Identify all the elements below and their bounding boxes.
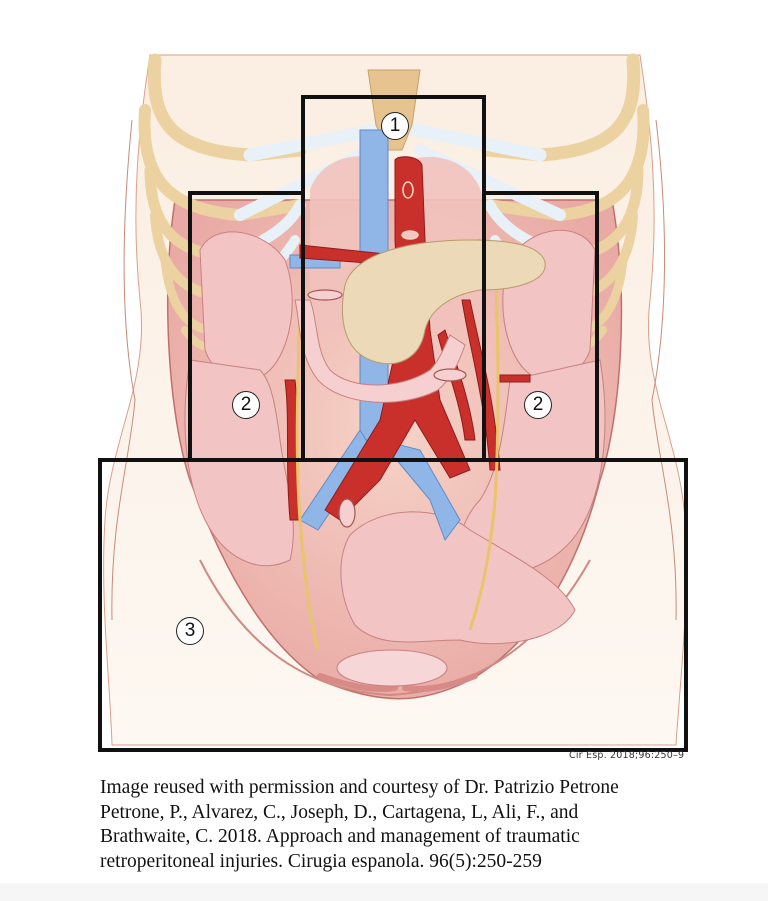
duodenum-cut-end <box>307 289 343 301</box>
zone-boxes <box>98 95 688 752</box>
zone-3-label: 3 <box>176 617 204 645</box>
zone-2-left-label: 2 <box>232 391 260 419</box>
figure-caption: Image reused with permission and courtes… <box>100 776 740 874</box>
celiac-stump <box>401 230 419 240</box>
duodenum <box>294 299 466 403</box>
ureters <box>295 249 500 651</box>
abdomen-illustration <box>98 53 688 752</box>
esophageal-hiatus <box>402 181 414 199</box>
jejunum-cut-end <box>433 368 467 382</box>
zone-3-box <box>98 458 688 752</box>
ileum-cut-end <box>338 498 356 528</box>
caption-line: Image reused with permission and courtes… <box>100 777 619 798</box>
caption-line: Brathwaite, C. 2018. Approach and manage… <box>100 826 580 847</box>
bladder <box>336 649 448 687</box>
caption-line: Petrone, P., Alvarez, C., Joseph, D., Ca… <box>100 801 579 823</box>
caption-line: retroperitoneal injuries. Cirugia espano… <box>100 850 542 872</box>
zone-2-right-label: 2 <box>524 391 552 419</box>
pancreas <box>342 239 546 365</box>
anatomy-figure: 1 2 2 3 Cir Esp. 2018;96:250–9 <box>98 53 688 761</box>
colon <box>184 229 606 645</box>
figure-source-tag: Cir Esp. 2018;96:250–9 <box>569 750 685 761</box>
page-bottom-strip <box>0 883 768 901</box>
zone-1-label: 1 <box>381 112 409 140</box>
